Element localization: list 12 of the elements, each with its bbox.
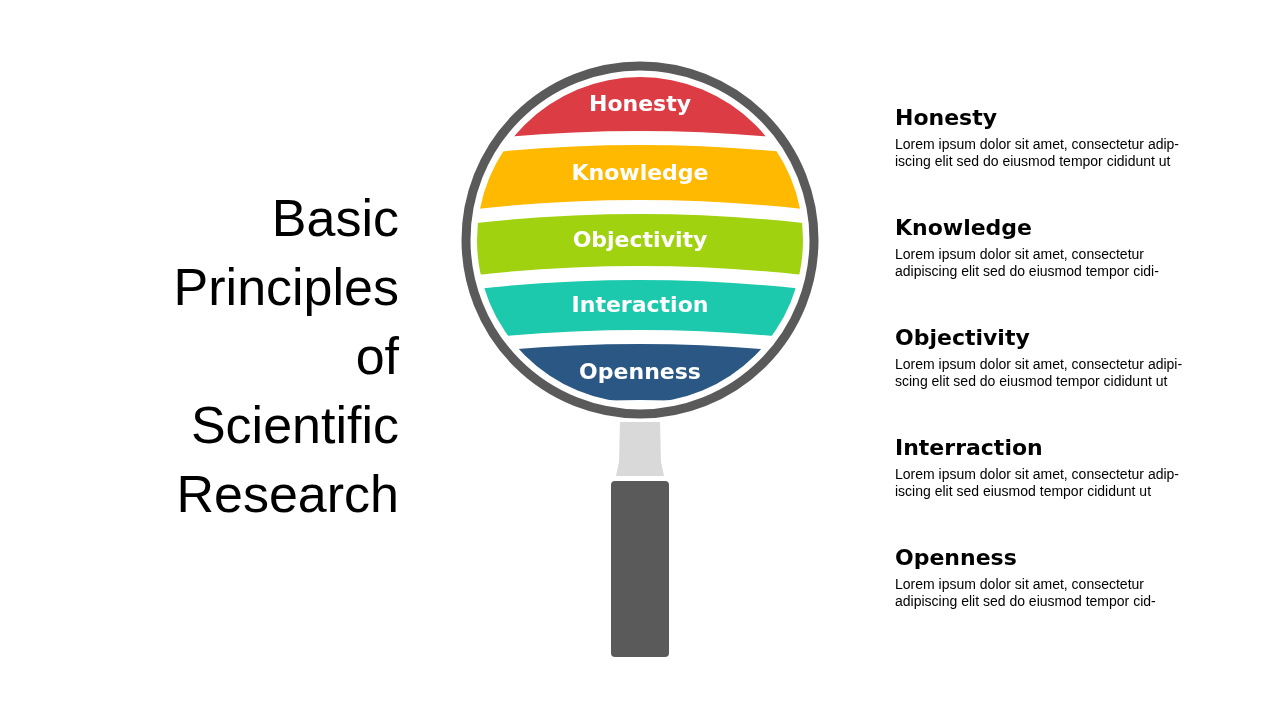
description-text: Lorem ipsum dolor sit amet, consectetur adip- iscing elit sed do eiusmod tempor cididunt ut: [895, 136, 1180, 170]
section-heading: Objectivity: [895, 325, 1031, 351]
title-text: Basic Principles of Scientific Research: [172, 188, 399, 525]
description-text: Lorem ipsum dolor sit amet, consectetur adipi- scing elit sed do eiusmod tempor cididunt ut: [895, 356, 1184, 390]
band-segment: Objectivity: [477, 214, 803, 276]
description-text: Lorem ipsum dolor sit amet, consectetur adipiscing elit sed do eiusmod tempor cid-: [895, 576, 1157, 610]
description-text: Lorem ipsum dolor sit amet, consectetur adipiscing elit sed do eiusmod tempor cidi-: [895, 246, 1160, 280]
section-heading: Honesty: [895, 105, 999, 131]
section-heading: Openness: [895, 545, 1018, 571]
description-text: Lorem ipsum dolor sit amet, consectetur adip- iscing elit sed eiusmod tempor cididunt ut: [895, 466, 1180, 500]
section-heading: Interraction: [895, 435, 1044, 461]
section-heading: Knowledge: [895, 215, 1034, 241]
